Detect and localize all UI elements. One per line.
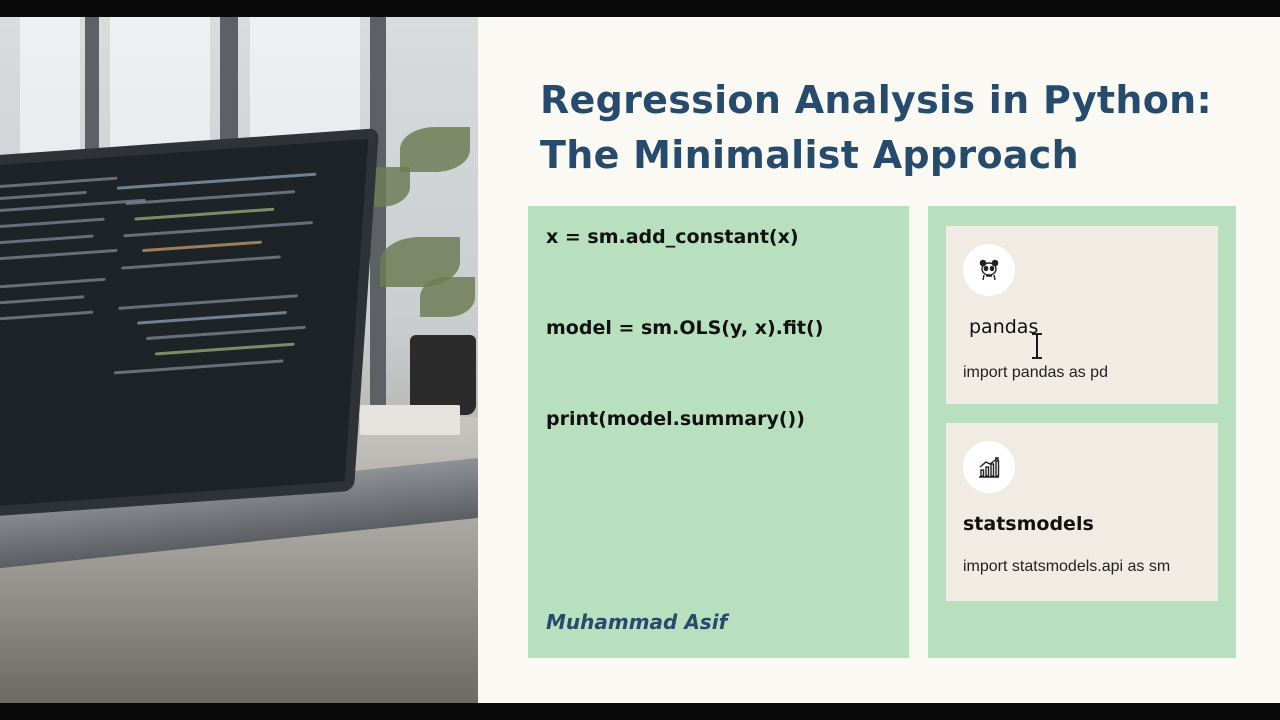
code-line-add-constant: x = sm.add_constant(x) (546, 226, 799, 248)
library-import: import statsmodels.api as sm (963, 558, 1171, 575)
code-line (154, 342, 295, 356)
code-line-ols-fit: model = sm.OLS(y, x).fit() (546, 317, 824, 339)
code-line (125, 190, 296, 206)
bottom-letterbox (0, 703, 1280, 720)
code-line (134, 207, 275, 221)
code-line (145, 325, 306, 341)
code-line (0, 198, 146, 213)
plant-leaf (420, 277, 475, 317)
title-line-1: Regression Analysis in Python: (540, 78, 1212, 122)
code-line (0, 217, 105, 229)
code-line (118, 294, 299, 310)
code-line-print-summary: print(model.summary()) (546, 408, 805, 430)
library-import: import pandas as pd (963, 364, 1108, 381)
library-card-statsmodels: statsmodels import statsmodels.api as sm (946, 423, 1218, 601)
book (360, 405, 460, 435)
code-line (113, 359, 284, 375)
library-name: pandas (969, 316, 1039, 338)
library-card-pandas: pandas import pandas as pd (946, 226, 1218, 404)
code-line (116, 172, 317, 190)
code-line (137, 311, 287, 325)
slide-title: Regression Analysis in Python: The Minim… (540, 73, 1240, 183)
code-panel: x = sm.add_constant(x) model = sm.OLS(y,… (528, 206, 909, 658)
text-cursor-icon (1032, 333, 1042, 359)
code-line (0, 234, 94, 245)
code-line (123, 220, 314, 238)
title-line-2: The Minimalist Approach (540, 133, 1079, 177)
laptop-screen (0, 128, 380, 520)
code-line (142, 240, 263, 253)
code-line (0, 176, 118, 189)
plant-leaf (400, 127, 470, 172)
chart-icon (963, 441, 1015, 493)
author-name: Muhammad Asif (546, 610, 728, 634)
code-line (0, 248, 118, 261)
window-frame (370, 17, 386, 447)
panda-icon (963, 244, 1015, 296)
code-line (0, 190, 87, 201)
code-line (121, 255, 281, 270)
library-name: statsmodels (963, 513, 1094, 535)
libraries-panel: pandas import pandas as pd statsmodels i… (928, 206, 1236, 658)
plant-pot (410, 335, 476, 415)
code-line (0, 277, 106, 289)
top-letterbox (0, 0, 1280, 17)
code-line (0, 295, 85, 305)
presentation-slide: Regression Analysis in Python: The Minim… (0, 17, 1280, 703)
code-line (0, 310, 94, 322)
laptop-photo (0, 17, 478, 703)
